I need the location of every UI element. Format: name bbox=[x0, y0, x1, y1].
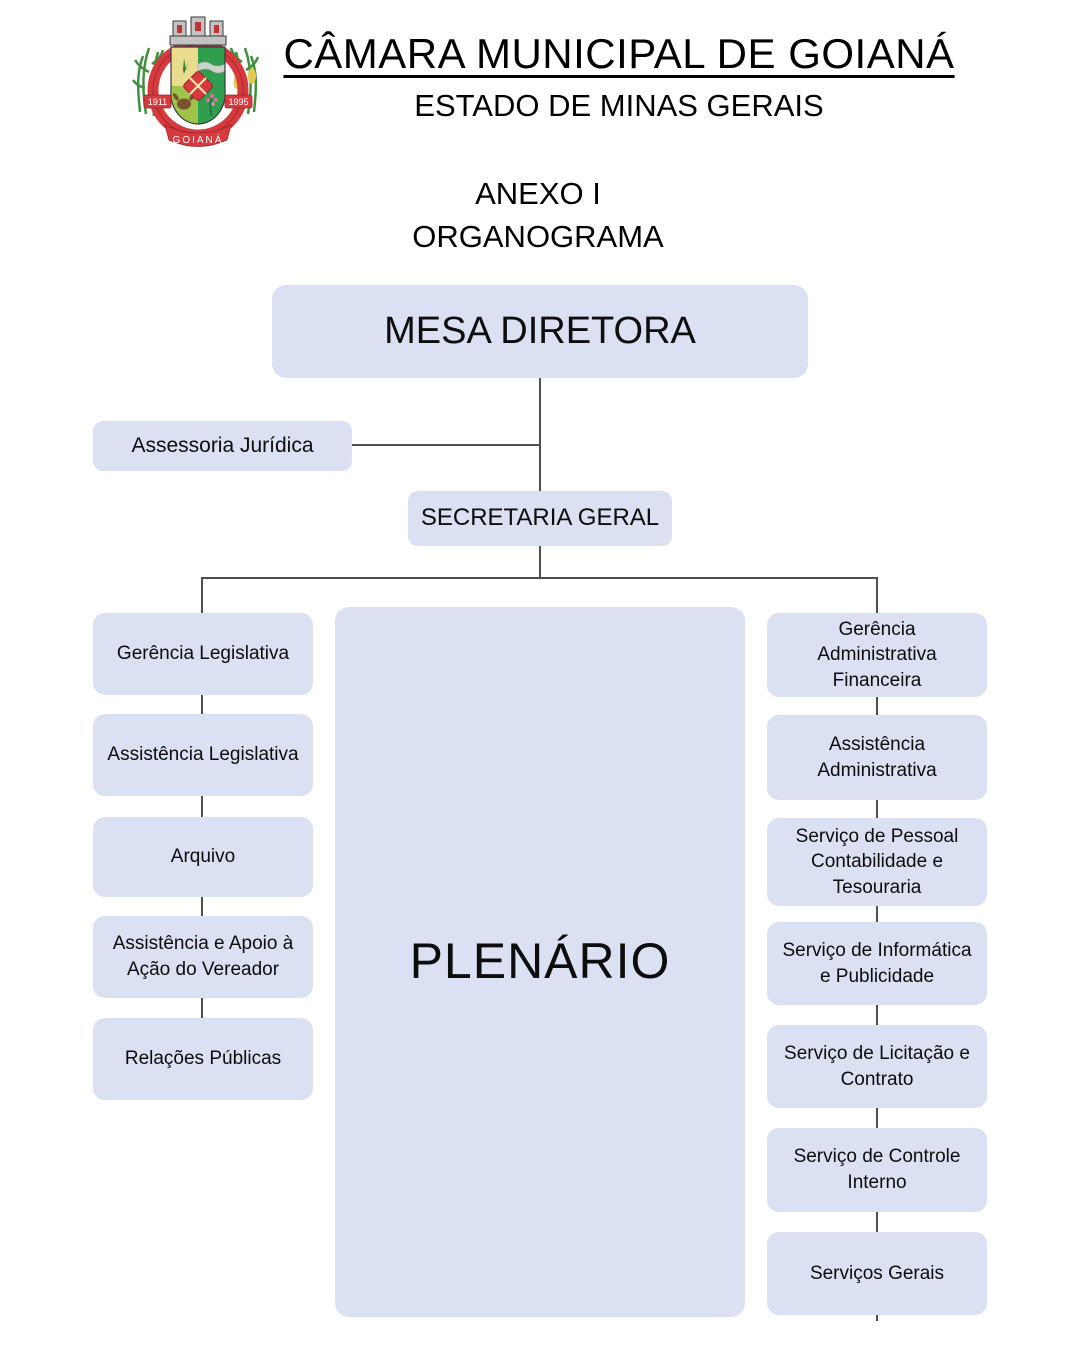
node-servico-informatica-publicidade: Serviço de Informática e Publicidade bbox=[767, 922, 987, 1005]
connector-secretary-branch bbox=[539, 546, 541, 579]
annex-heading: ANEXO I ORGANOGRAMA bbox=[138, 172, 938, 258]
node-servico-licitacao-contrato: Serviço de Licitação e Contrato bbox=[767, 1025, 987, 1108]
connector-root-secretary bbox=[539, 378, 541, 491]
node-secretaria-geral: SECRETARIA GERAL bbox=[408, 491, 672, 546]
node-mesa-diretora: MESA DIRETORA bbox=[272, 285, 808, 378]
annex-label: ANEXO I bbox=[475, 176, 601, 211]
node-servico-pessoal-contabilidade: Serviço de Pessoal Contabilidade e Tesou… bbox=[767, 818, 987, 906]
node-assessoria-juridica: Assessoria Jurídica bbox=[93, 421, 352, 471]
page-title: CÂMARA MUNICIPAL DE GOIANÁ bbox=[283, 30, 955, 77]
node-relacoes-publicas: Relações Públicas bbox=[93, 1018, 313, 1100]
name-scroll: GOIANÁ bbox=[164, 124, 232, 147]
node-assistencia-administrativa: Assistência Administrativa bbox=[767, 715, 987, 800]
stub-right-6 bbox=[876, 1212, 878, 1232]
node-servicos-gerais: Serviços Gerais bbox=[767, 1232, 987, 1315]
stub-left-1 bbox=[201, 695, 203, 714]
branch-line bbox=[201, 577, 878, 579]
logo-city-name: GOIANÁ bbox=[173, 133, 224, 146]
shield-outline bbox=[170, 46, 226, 125]
node-plenario: PLENÁRIO bbox=[335, 607, 745, 1317]
stub-right-tail bbox=[876, 1315, 878, 1321]
page-subtitle: ESTADO DE MINAS GERAIS bbox=[414, 88, 824, 123]
node-gerencia-legislativa: Gerência Legislativa bbox=[93, 613, 313, 695]
year-scroll-left: 1911 bbox=[143, 94, 172, 109]
stub-left-2 bbox=[201, 796, 203, 817]
crossed-tools-icon bbox=[189, 77, 207, 95]
year-scroll-right: 1995 bbox=[224, 94, 253, 109]
header: CÂMARA MUNICIPAL DE GOIANÁ ESTADO DE MIN… bbox=[278, 30, 960, 124]
connector-advisory bbox=[352, 444, 539, 446]
year-right-label: 1995 bbox=[228, 97, 248, 107]
branch-drop-right bbox=[876, 577, 878, 613]
year-left-label: 1911 bbox=[148, 97, 167, 107]
stub-right-3 bbox=[876, 906, 878, 922]
stub-right-5 bbox=[876, 1108, 878, 1128]
stub-left-4 bbox=[201, 998, 203, 1018]
stub-left-3 bbox=[201, 897, 203, 916]
document-title: ORGANOGRAMA bbox=[412, 219, 664, 254]
branch-drop-left bbox=[201, 577, 203, 613]
stub-right-2 bbox=[876, 800, 878, 818]
coat-of-arms-goiana-icon: 1911 1995 GOIANÁ bbox=[131, 16, 260, 147]
stub-right-1 bbox=[876, 697, 878, 715]
node-assistencia-legislativa: Assistência Legislativa bbox=[93, 714, 313, 796]
node-servico-controle-interno: Serviço de Controle Interno bbox=[767, 1128, 987, 1212]
flower-icon bbox=[206, 93, 218, 117]
node-assistencia-apoio-vereador: Assistência e Apoio à Ação do Vereador bbox=[93, 916, 313, 998]
stub-right-4 bbox=[876, 1005, 878, 1025]
mural-crown-icon bbox=[169, 16, 227, 46]
node-gerencia-administrativa-financeira: Gerência Administrativa Financeira bbox=[767, 613, 987, 697]
node-arquivo: Arquivo bbox=[93, 817, 313, 897]
